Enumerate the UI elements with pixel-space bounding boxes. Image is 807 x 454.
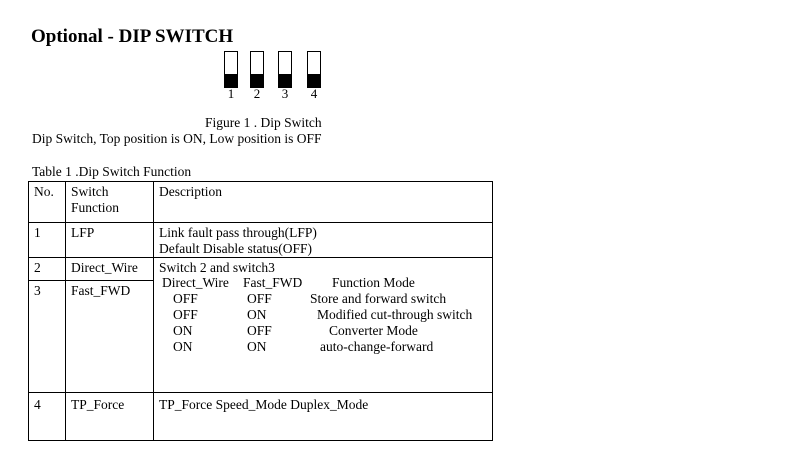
description-line: Link fault pass through(LFP)	[159, 225, 317, 240]
table-header-row: No. Switch Function Description	[28, 181, 493, 223]
mode-header-fast-fwd: Fast_FWD	[243, 275, 303, 291]
header-no: No.	[28, 181, 66, 223]
cell-description-2-3: Switch 2 and switch3 Direct_Wire Fast_FW…	[153, 256, 493, 393]
dip-switch-2	[250, 51, 264, 88]
mode-value-function: auto-change-forward	[320, 338, 434, 354]
cell-function-1: LFP	[65, 222, 154, 258]
mode-value-function: Converter Mode	[329, 322, 418, 338]
cell-description-1: Link fault pass through(LFP) Default Dis…	[153, 222, 493, 258]
description-line: Switch 2 and switch3	[159, 259, 275, 275]
description-line: Default Disable status(OFF)	[159, 240, 312, 256]
cell-no-3: 3	[28, 279, 66, 393]
figure-note: Dip Switch, Top position is ON, Low posi…	[32, 131, 322, 146]
dip-switch-3-label: 3	[281, 86, 289, 101]
cell-no-2: 2	[28, 256, 66, 281]
dip-switch-1	[224, 51, 238, 88]
figure-caption: Figure 1 . Dip Switch	[205, 115, 322, 130]
table-row-4: 4 TP_Force TP_Force Speed_Mode Duplex_Mo…	[28, 391, 493, 441]
cell-function-4: TP_Force	[65, 391, 154, 441]
cell-no-1: 1	[28, 222, 66, 258]
mode-value-direct-wire: ON	[173, 322, 193, 338]
mode-value-function: Store and forward switch	[310, 291, 447, 307]
table-caption: Table 1 .Dip Switch Function	[32, 164, 192, 179]
mode-value-fast-fwd: OFF	[247, 291, 272, 307]
table-row-3: 3 Fast_FWD	[28, 279, 493, 393]
page-title: Optional - DIP SWITCH	[31, 26, 234, 47]
mode-table-header-row: Direct_Wire Fast_FWD Function Mode	[159, 275, 488, 291]
table-row-1: 1 LFP Link fault pass through(LFP) Defau…	[28, 222, 493, 258]
dip-switch-4-lever	[308, 74, 320, 87]
cell-description-4: TP_Force Speed_Mode Duplex_Mode	[153, 391, 493, 441]
mode-value-direct-wire: OFF	[173, 291, 198, 307]
dip-switch-1-lever	[225, 74, 237, 87]
mode-table-row: OFF ON Modified cut-through switch	[159, 307, 488, 323]
mode-table-row: ON OFF Converter Mode	[159, 323, 488, 339]
mode-value-function: Modified cut-through switch	[317, 306, 473, 322]
cell-function-3: Fast_FWD	[65, 279, 154, 393]
mode-value-direct-wire: ON	[173, 338, 193, 354]
mode-value-direct-wire: OFF	[173, 306, 198, 322]
mode-table-row: ON ON auto-change-forward	[159, 339, 488, 355]
dip-function-table: No. Switch Function Description 1 LFP Li…	[28, 181, 493, 441]
mode-value-fast-fwd: OFF	[247, 322, 272, 338]
description-line: TP_Force Speed_Mode Duplex_Mode	[159, 396, 369, 412]
header-switch-function: Switch Function	[65, 181, 154, 223]
mode-header-function-mode: Function Mode	[332, 275, 415, 291]
mode-table-row: OFF OFF Store and forward switch	[159, 291, 488, 307]
mode-value-fast-fwd: ON	[247, 338, 267, 354]
mode-header-direct-wire: Direct_Wire	[162, 275, 229, 291]
table-row-2: 2 Direct_Wire Switch 2 and switch3 Direc…	[28, 256, 493, 393]
mode-value-fast-fwd: ON	[247, 306, 267, 322]
header-description: Description	[153, 181, 493, 223]
dip-switch-4	[307, 51, 321, 88]
cell-no-4: 4	[28, 391, 66, 441]
cell-function-2: Direct_Wire	[65, 256, 154, 281]
dip-switch-2-label: 2	[253, 86, 261, 101]
dip-switch-4-label: 4	[310, 86, 318, 101]
dip-switch-2-lever	[251, 74, 263, 87]
dip-switch-3	[278, 51, 292, 88]
dip-switch-3-lever	[279, 74, 291, 87]
dip-switch-1-label: 1	[227, 86, 235, 101]
